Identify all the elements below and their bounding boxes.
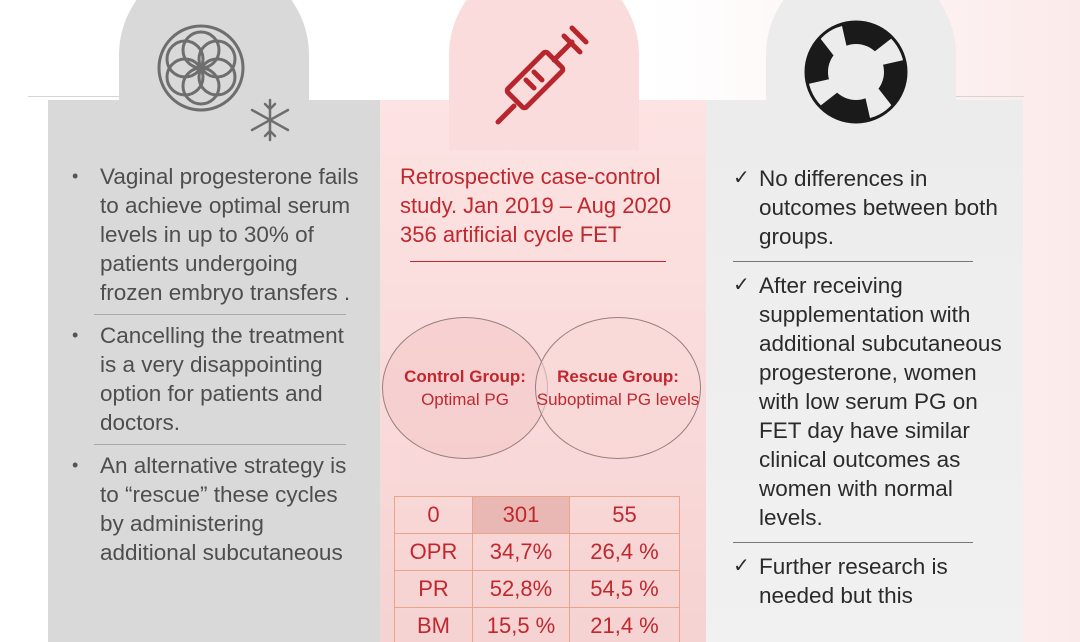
bullet-text: Vaginal progesterone fails to achieve op… bbox=[100, 164, 359, 305]
control-group-circle: Control Group: Optimal PG bbox=[382, 317, 548, 459]
check-text: No differences in outcomes between both … bbox=[759, 166, 998, 249]
bullet-icon: • bbox=[72, 166, 79, 186]
table-cell: 55 bbox=[569, 496, 680, 534]
list-item: ✓ No differences in outcomes between bot… bbox=[733, 164, 1003, 251]
syringe-icon bbox=[495, 25, 589, 125]
check-text: After receiving supplementation with add… bbox=[759, 273, 1002, 530]
table-row: PR 52,8% 54,5 % bbox=[394, 570, 680, 608]
left-bullet-list: • Vaginal progesterone fails to achieve … bbox=[72, 162, 362, 567]
table-row: BM 15,5 % 21,4 % bbox=[394, 607, 680, 642]
table-cell: PR bbox=[394, 570, 473, 608]
divider bbox=[733, 542, 973, 543]
control-group-subtitle: Optimal PG bbox=[421, 390, 509, 409]
table-cell: 21,4 % bbox=[569, 607, 680, 642]
results-table: 0 301 55 OPR 34,7% 26,4 % PR 52,8% 54,5 … bbox=[394, 496, 680, 642]
bullet-icon: • bbox=[72, 325, 79, 345]
study-description: Retrospective case-control study. Jan 20… bbox=[400, 164, 672, 247]
middle-tab bbox=[449, 0, 639, 150]
table-row: OPR 34,7% 26,4 % bbox=[394, 533, 680, 571]
divider bbox=[410, 261, 666, 262]
divider bbox=[94, 314, 346, 315]
table-cell: BM bbox=[394, 607, 473, 642]
divider bbox=[733, 261, 973, 262]
checkmark-icon: ✓ bbox=[733, 555, 750, 577]
list-item: • Cancelling the treatment is a very dis… bbox=[72, 321, 362, 437]
check-text: Further research is needed but this bbox=[759, 554, 948, 608]
list-item: • Vaginal progesterone fails to achieve … bbox=[72, 162, 362, 307]
table-cell: 0 bbox=[394, 496, 473, 534]
table-cell: 26,4 % bbox=[569, 533, 680, 571]
table-cell: OPR bbox=[394, 533, 473, 571]
flower-of-life-icon bbox=[157, 24, 245, 112]
divider bbox=[28, 96, 180, 97]
divider bbox=[94, 444, 346, 445]
rescue-group-title: Rescue Group: bbox=[557, 367, 679, 386]
lifebuoy-icon bbox=[804, 20, 908, 124]
divider bbox=[944, 96, 1024, 97]
checkmark-icon: ✓ bbox=[733, 274, 750, 296]
left-panel bbox=[48, 100, 380, 642]
bullet-text: Cancelling the treatment is a very disap… bbox=[100, 323, 344, 435]
table-cell: 15,5 % bbox=[472, 607, 570, 642]
rescue-group-circle: Rescue Group: Suboptimal PG levels bbox=[535, 317, 701, 459]
right-panel bbox=[706, 100, 1023, 642]
checkmark-icon: ✓ bbox=[733, 167, 750, 189]
bullet-icon: • bbox=[72, 455, 79, 475]
table-cell: 34,7% bbox=[472, 533, 570, 571]
rescue-group-subtitle: Suboptimal PG levels bbox=[536, 390, 700, 409]
right-check-list: ✓ No differences in outcomes between bot… bbox=[733, 164, 1003, 610]
snowflake-icon bbox=[250, 98, 290, 142]
list-item: • An alternative strategy is to “rescue”… bbox=[72, 451, 362, 567]
bullet-text: An alternative strategy is to “rescue” t… bbox=[100, 453, 347, 565]
table-cell: 52,8% bbox=[472, 570, 570, 608]
table-header-row: 0 301 55 bbox=[394, 496, 680, 534]
control-group-title: Control Group: bbox=[404, 367, 526, 386]
list-item: ✓ Further research is needed but this bbox=[733, 552, 1003, 610]
table-cell: 54,5 % bbox=[569, 570, 680, 608]
table-cell: 301 bbox=[472, 496, 570, 534]
list-item: ✓ After receiving supplementation with a… bbox=[733, 271, 1003, 532]
